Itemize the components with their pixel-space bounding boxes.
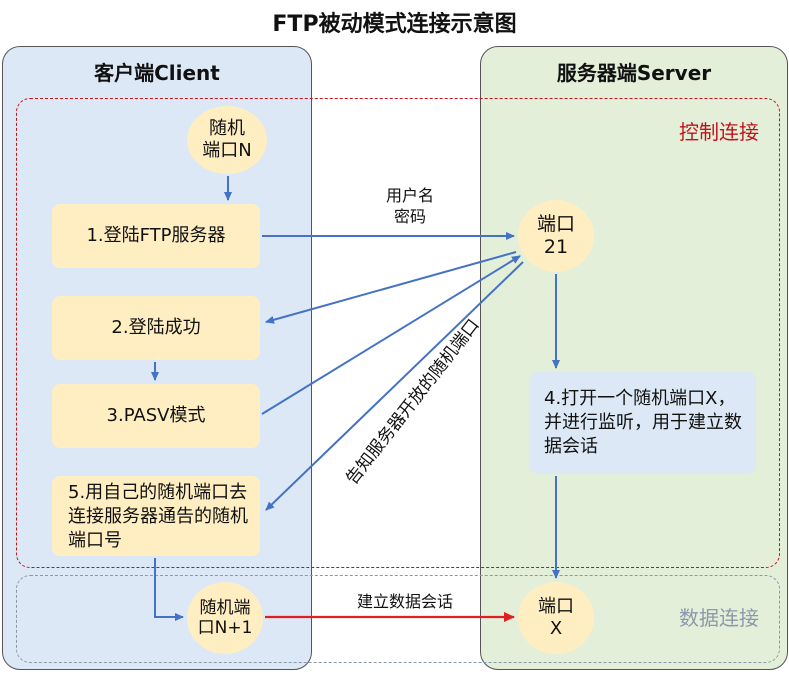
- step1-login-box: 1.登陆FTP服务器: [52, 204, 260, 268]
- client-port-n-plus-1: 随机端 口N+1: [187, 582, 263, 654]
- step4-open-port-box: 4.打开一个随机端口X，并进行监听，用于建立数据会话: [530, 372, 756, 474]
- server-port-21: 端口 21: [518, 200, 594, 272]
- server-title: 服务器端Server: [556, 61, 712, 85]
- control-connection-label: 控制连接: [679, 120, 759, 144]
- arrow-step3-to-port21: [261, 255, 521, 415]
- arrow-step5-to-port-n1: [154, 558, 184, 621]
- client-random-port-n: 随机 端口N: [187, 106, 267, 174]
- arrow-port21-to-step5: [265, 261, 524, 511]
- step2-login-success-box: 2.登陆成功: [52, 296, 260, 360]
- data-connection-zone: [16, 575, 780, 663]
- server-port-x: 端口 X: [518, 582, 594, 654]
- data-session-label: 建立数据会话: [356, 592, 453, 611]
- data-connection-label: 数据连接: [679, 606, 759, 630]
- step3-pasv-box: 3.PASV模式: [52, 384, 260, 448]
- client-title: 客户端Client: [94, 61, 220, 85]
- credentials-label: 用户名 密码: [385, 186, 434, 226]
- arrow-port21-to-step2: [265, 251, 517, 324]
- step5-connect-box: 5.用自己的随机端口去连接服务器通告的随机端口号: [52, 476, 260, 556]
- diagram-title: FTP被动模式连接示意图: [272, 12, 517, 37]
- server-panel: 服务器端Server: [480, 46, 788, 670]
- control-connection-zone: [16, 98, 780, 568]
